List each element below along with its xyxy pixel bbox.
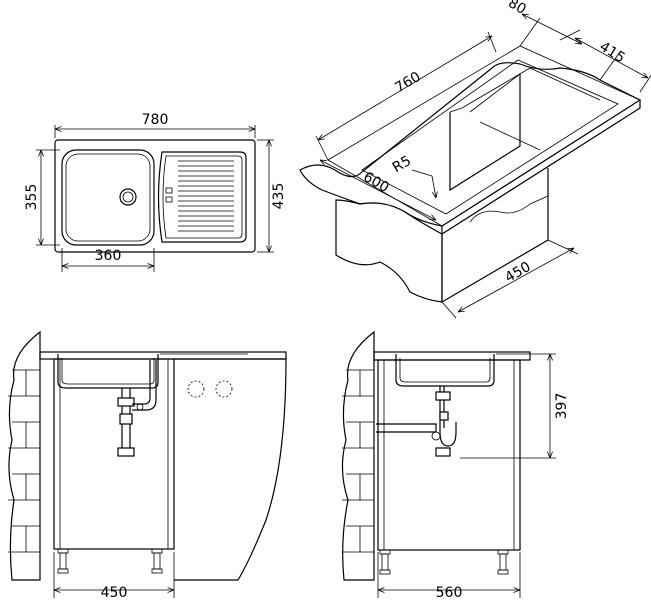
iso-bowl xyxy=(449,74,521,192)
side-bowl xyxy=(395,354,495,387)
dim-450-front: 450 xyxy=(101,585,128,600)
dim-360: 360 xyxy=(95,248,122,264)
front-bowl xyxy=(57,354,159,389)
sink-outline xyxy=(54,139,256,253)
dim-450-iso: 450 xyxy=(502,259,533,286)
brick-wall-left xyxy=(8,330,41,581)
drainer-ribs xyxy=(178,160,234,232)
dim-780: 780 xyxy=(142,112,169,128)
dim-397: 397 xyxy=(554,393,570,420)
dim-415: 415 xyxy=(597,39,628,67)
front-cabinet xyxy=(53,358,175,550)
brick-wall-right xyxy=(341,330,375,581)
side-view: 397 560 xyxy=(341,330,570,600)
socket-right xyxy=(215,380,233,398)
iso-view: 80 760 415 R5 600 450 xyxy=(299,0,651,319)
dim-760: 760 xyxy=(392,69,423,96)
drainer-outline xyxy=(157,151,247,243)
bowl-outline xyxy=(61,149,155,246)
front-view: 450 xyxy=(8,330,287,600)
dim-355: 355 xyxy=(24,184,40,211)
top-view: 780 435 355 360 xyxy=(24,112,287,272)
side-cabinet xyxy=(377,359,521,551)
drain-hole xyxy=(119,188,137,206)
dim-560: 560 xyxy=(436,585,463,600)
dim-435: 435 xyxy=(271,183,287,210)
socket-left xyxy=(187,380,205,398)
